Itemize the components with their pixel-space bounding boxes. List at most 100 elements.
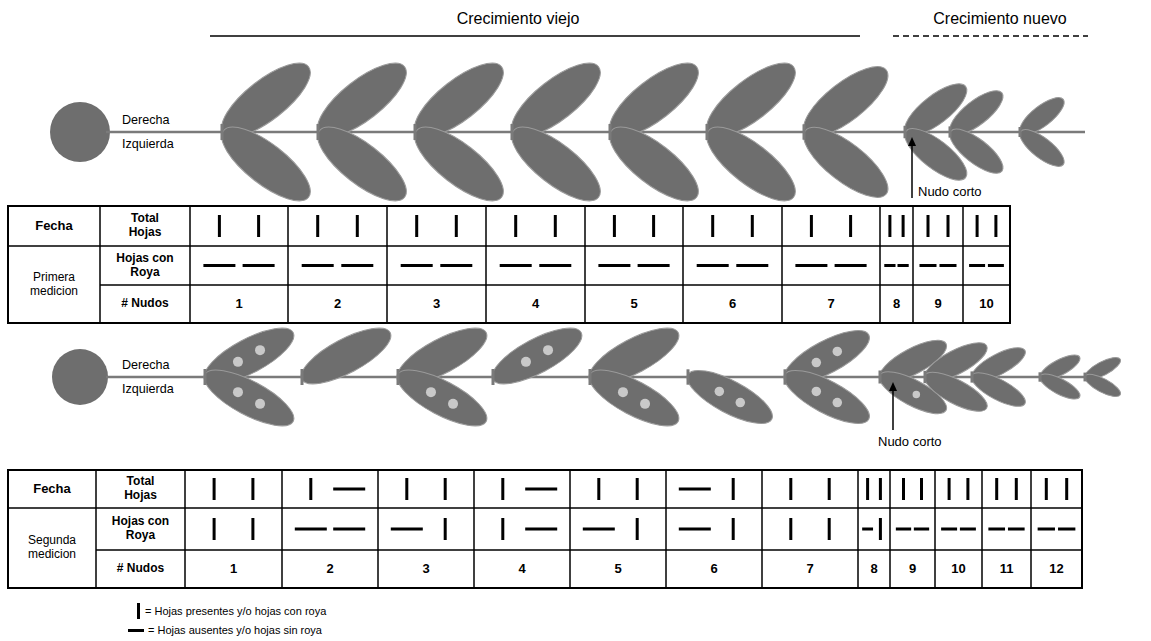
- leaf-absent-mark: [341, 264, 373, 267]
- leaf: [197, 360, 301, 437]
- leaf-present-mark: [828, 478, 831, 500]
- leaf: [582, 360, 686, 437]
- leaf-absent-mark: [401, 264, 433, 267]
- leaf-present-mark: [218, 215, 221, 237]
- table-rule: [889, 470, 891, 588]
- node-mark: [949, 126, 952, 137]
- node-mark: [687, 369, 690, 384]
- leaf-absent-mark: [583, 528, 615, 531]
- leaf-absent-mark: [391, 528, 423, 531]
- table-rule: [100, 284, 1010, 286]
- node-number: 6: [729, 297, 736, 312]
- header-cell: Primera medicion: [18, 271, 90, 299]
- leaf-present-mark: [948, 478, 951, 500]
- callout-label: Nudo corto: [878, 435, 942, 450]
- node-number: 3: [433, 297, 440, 312]
- rust-spot: [833, 347, 843, 357]
- leader-arrow: [911, 145, 913, 198]
- side-label: Derecha: [122, 358, 170, 372]
- node-number-box: 1: [185, 550, 282, 588]
- leaf-absent-mark: [969, 264, 985, 267]
- rust-spot: [543, 345, 553, 355]
- leaf-present-mark: [415, 215, 418, 237]
- leaf-absent-mark: [697, 264, 729, 267]
- leaf-absent-mark: [203, 264, 235, 267]
- leaf-present-mark: [902, 215, 905, 237]
- node-number: 8: [870, 562, 877, 577]
- node-number: 9: [909, 562, 916, 577]
- legend-text-box: = Hojas presentes y/o hojas con roya: [145, 603, 465, 619]
- node-mark: [204, 369, 207, 385]
- row-header: Hojas con Roya: [108, 515, 174, 543]
- header-cell-box: Fecha: [8, 206, 100, 246]
- table-rule: [485, 206, 487, 323]
- leaf-present-mark: [501, 518, 504, 540]
- rust-spot: [448, 399, 458, 409]
- rust-spot: [736, 398, 746, 408]
- leaf-present-mark: [789, 478, 792, 500]
- leaf-present-mark: [994, 215, 997, 237]
- node-number: 4: [518, 562, 525, 577]
- leaf: [794, 116, 898, 209]
- section-label-box: Crecimiento nuevo: [900, 8, 1100, 30]
- node-number-box: 3: [387, 285, 486, 323]
- row-header: Total Hojas: [116, 475, 166, 503]
- node-number: 3: [422, 562, 429, 577]
- node-number: 6: [710, 562, 717, 577]
- table-rule: [96, 549, 1082, 551]
- rust-spot: [255, 345, 265, 355]
- rust-spot: [640, 399, 650, 409]
- arrow-head: [889, 382, 897, 391]
- node-mark: [317, 124, 320, 140]
- node-number-box: 8: [880, 285, 913, 323]
- node-mark: [706, 124, 709, 140]
- table-rule: [377, 470, 379, 588]
- growth-bracket: [893, 35, 1088, 37]
- leaf-present-mark: [514, 215, 517, 237]
- leader-arrow: [892, 390, 894, 430]
- leaf-present-mark: [316, 215, 319, 237]
- leaf-absent-mark: [884, 264, 895, 267]
- row-header: Total Hojas: [120, 212, 170, 240]
- leaf-present-mark: [455, 215, 458, 237]
- table-rule: [781, 206, 783, 323]
- leaf-absent-mark: [960, 528, 976, 531]
- leaf: [211, 115, 321, 213]
- leaf-present-mark: [613, 215, 616, 237]
- leaf: [1082, 370, 1124, 401]
- node-number-box: 10: [963, 285, 1010, 323]
- leaf-present-mark: [927, 215, 930, 237]
- header-cell: Fecha: [33, 482, 71, 497]
- table-rule: [879, 206, 881, 323]
- stem-base: [52, 349, 108, 405]
- callout-label-box: Nudo corto: [878, 434, 970, 451]
- rust-spot: [618, 387, 628, 397]
- leaf-present-mark: [920, 478, 923, 500]
- row-header: # Nudos: [117, 562, 164, 576]
- arrow-head: [908, 137, 916, 146]
- table-rule: [857, 470, 859, 588]
- table-rule: [99, 206, 101, 323]
- leaf-present-mark: [732, 478, 735, 500]
- leaf-absent-mark: [896, 528, 911, 531]
- leaf-absent-mark: [835, 264, 867, 267]
- header-cell: Segunda medicion: [16, 534, 88, 562]
- table-rule: [95, 470, 97, 588]
- node-mark: [924, 371, 927, 383]
- node-mark: [414, 124, 417, 140]
- leaf-present-mark: [888, 215, 891, 237]
- leaf-present-mark: [976, 215, 979, 237]
- leaf-present-mark: [1015, 478, 1018, 500]
- table-rule: [8, 245, 1010, 247]
- leaf-present-mark: [866, 478, 869, 500]
- leaf-absent-mark: [795, 264, 827, 267]
- leaf-absent-mark: [440, 264, 472, 267]
- node-number-box: 5: [585, 285, 683, 323]
- node-mark: [1019, 127, 1022, 137]
- node-mark: [971, 371, 974, 382]
- rust-spot: [833, 398, 843, 408]
- side-label-box: Izquierda: [122, 381, 212, 398]
- leaf: [501, 115, 611, 213]
- section-label: Crecimiento nuevo: [933, 10, 1066, 28]
